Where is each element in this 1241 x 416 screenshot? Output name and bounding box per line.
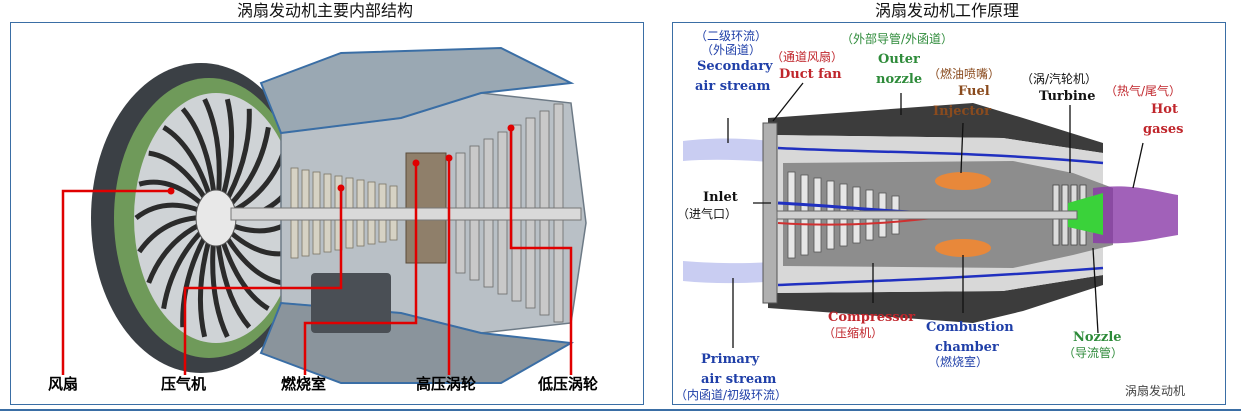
dot-combustor: [412, 159, 420, 167]
leader-lp-turbine: [509, 128, 573, 375]
label-outer-cn: （外部导管/外函道）: [841, 31, 953, 46]
label-hot-cn: （热气/尾气）: [1105, 83, 1181, 98]
engine-cutaway-illustration: 风扇 压气机 燃烧室 高压涡轮 低压涡轮: [48, 46, 598, 393]
watermark: 涡扇发动机: [1125, 383, 1185, 398]
label-inlet-en: Inlet: [703, 190, 738, 205]
leader-nozzle: [1092, 247, 1099, 334]
label-nozzle-cn: （导流管）: [1063, 345, 1123, 360]
label-duct-cn: （通道风扇）: [771, 49, 843, 64]
label-fuel-cn: （燃油喷嘴）: [928, 66, 1000, 81]
label-hp-turbine: 高压涡轮: [416, 375, 476, 393]
left-panel-title: 涡扇发动机主要内部结构: [236, 1, 413, 20]
label-duct-en: Duct fan: [779, 67, 842, 82]
leader-fan: [61, 189, 171, 375]
bottom-rule: [0, 409, 1241, 411]
leader-combustor: [303, 163, 418, 375]
duct-fan: [762, 122, 778, 304]
label-combustion-en1: Combustion: [926, 320, 1014, 335]
label-secondary-en2: air stream: [695, 79, 771, 94]
label-primary-en1: Primary: [701, 352, 760, 367]
label-secondary-cn2: （外函道）: [701, 43, 761, 57]
label-fuel-en1: Fuel: [958, 84, 990, 99]
label-secondary-en1: Secondary: [697, 59, 773, 74]
secondary-stream-line: [777, 146, 1104, 165]
engine-cutaway-panel: 风扇 压气机 燃烧室 高压涡轮 低压涡轮: [10, 22, 644, 405]
engine-principle-panel: （二级环流） （外函道） Secondary air stream （通道风扇）…: [672, 22, 1226, 405]
dot-lp-turbine: [507, 124, 515, 132]
engine-principle-diagram: （二级环流） （外函道） Secondary air stream （通道风扇）…: [675, 29, 1185, 402]
leader-duct-fan: [772, 82, 804, 122]
principle-shaft: [776, 210, 1078, 220]
secondary-stream-line-b: [777, 266, 1104, 287]
label-turbine-en: Turbine: [1039, 89, 1096, 104]
spinner: [195, 189, 237, 247]
bypass-duct-top: [259, 46, 575, 135]
label-combustion-cn: （燃烧室）: [928, 354, 988, 369]
nozzle-green: [1068, 193, 1103, 235]
label-compressor: 压气机: [161, 375, 206, 393]
dot-fan: [167, 187, 175, 195]
leader-fuel: [960, 122, 964, 174]
label-fan: 风扇: [48, 375, 78, 393]
label-outer-en1: Outer: [878, 52, 920, 67]
label-nozzle-en: Nozzle: [1073, 330, 1122, 345]
label-outer-en2: nozzle: [876, 72, 922, 87]
label-compressor-cn: （压缩机）: [823, 325, 883, 340]
label-turbine-cn: （涡/汽轮机）: [1021, 71, 1097, 86]
label-secondary-cn: （二级环流）: [695, 29, 767, 43]
dot-hp-turbine: [445, 154, 453, 162]
label-primary-en2: air stream: [701, 372, 777, 387]
label-fuel-en2: Injector: [933, 104, 991, 119]
flame-top: [935, 172, 991, 190]
label-hot-en2: gases: [1143, 122, 1183, 137]
leader-hot: [1132, 142, 1144, 189]
leader-compressor: [183, 188, 343, 375]
label-hot-en1: Hot: [1151, 102, 1178, 117]
flame-bottom: [935, 239, 991, 257]
outer-nacelle-top: [768, 103, 1103, 153]
engine-shaft: [230, 207, 582, 221]
hot-exhaust: [1093, 186, 1178, 244]
label-combustion-en2: chamber: [935, 340, 999, 355]
label-primary-cn: （内函道/初级环流）: [675, 388, 787, 402]
label-lp-turbine: 低压涡轮: [537, 375, 598, 393]
label-combustor: 燃烧室: [281, 375, 326, 393]
label-compressor-en: Compressor: [828, 310, 915, 325]
label-inlet-cn: （进气口）: [677, 206, 737, 221]
outer-nacelle-bottom: [768, 275, 1103, 323]
dot-compressor: [337, 184, 345, 192]
right-panel-title: 涡扇发动机工作原理: [874, 1, 1019, 20]
